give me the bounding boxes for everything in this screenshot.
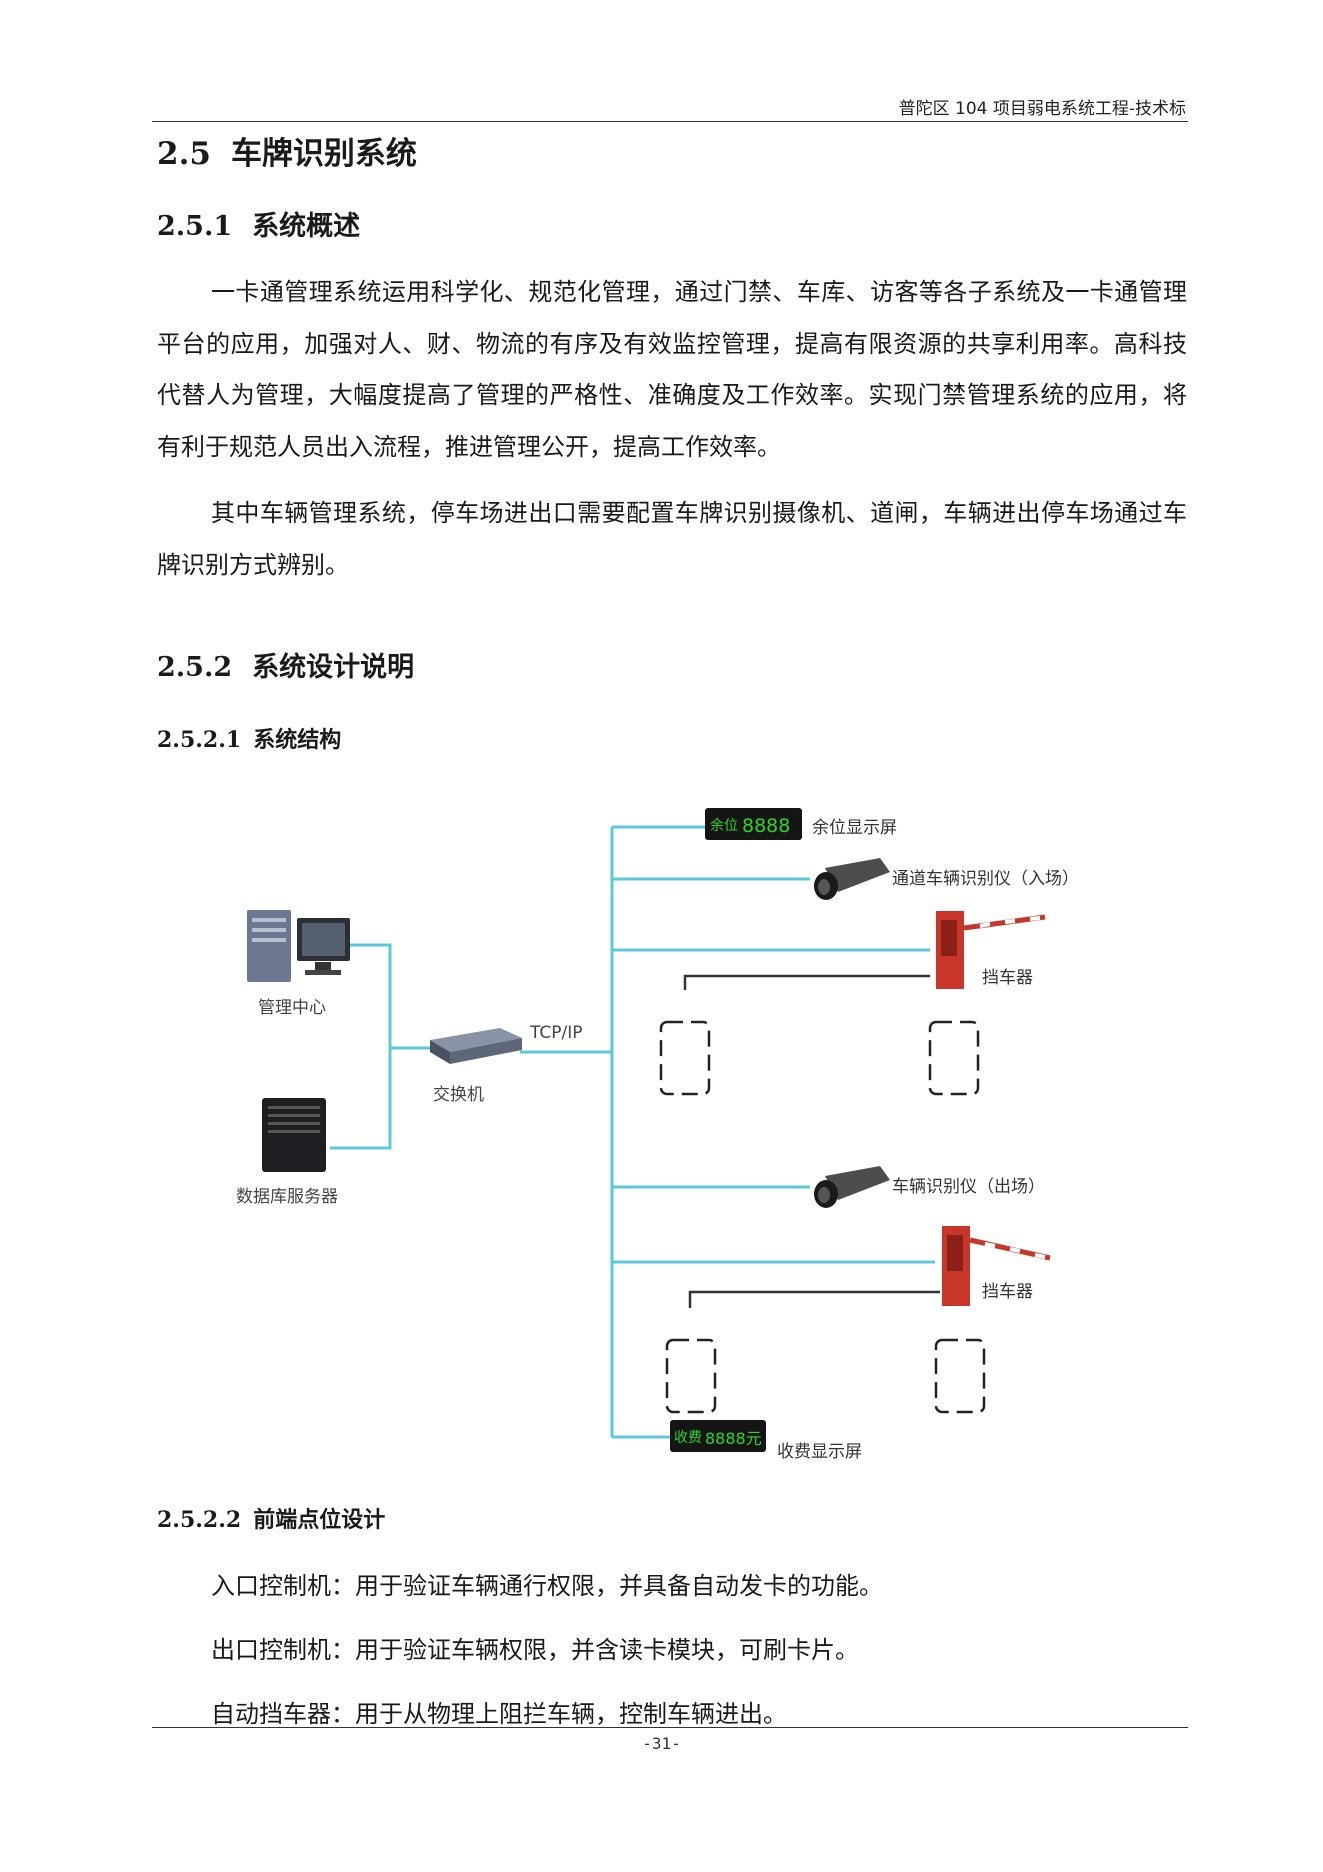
server-icon	[262, 1098, 326, 1172]
section-number: 2.5	[157, 136, 211, 172]
loop-wires	[683, 974, 940, 1308]
loop-detector	[928, 1020, 980, 1096]
subsection-heading-overview: 2.5.1 系统概述	[157, 204, 360, 243]
subsubsection-number: 2.5.2.2	[157, 1507, 242, 1533]
subsubsection-heading-structure: 2.5.2.1 系统结构	[157, 722, 341, 754]
fee-display-text: 收费	[674, 1430, 702, 1446]
overview-paragraph-1: 一卡通管理系统运用科学化、规范化管理，通过门禁、车库、访客等各子系统及一卡通管理…	[157, 278, 1187, 461]
subsection-number: 2.5.2	[157, 652, 233, 683]
subsection-title: 系统概述	[252, 211, 361, 242]
exit-camera-icon	[814, 1166, 890, 1208]
entry-camera-icon	[814, 858, 890, 900]
remaining-display-digits: 8888	[742, 815, 790, 837]
protocol-label: TCP/IP	[529, 1023, 583, 1043]
exit-camera-label: 车辆识别仪（出场）	[892, 1177, 1045, 1197]
remaining-display-text: 余位	[710, 817, 738, 834]
db-server-label: 数据库服务器	[236, 1187, 338, 1207]
computer-icon	[247, 910, 350, 982]
loop-detector	[934, 1338, 986, 1414]
overview-paragraph-2: 其中车辆管理系统，停车场进出口需要配置车牌识别摄像机、道闸，车辆进出停车场通过车…	[157, 499, 1187, 579]
section-title: 车牌识别系统	[230, 136, 417, 172]
subsubsection-number: 2.5.2.1	[157, 727, 242, 753]
switch-icon	[430, 1028, 522, 1064]
remaining-display-icon: 余位 8888	[705, 808, 802, 840]
frontend-item: 入口控制机：用于验证车辆通行权限，并具备自动发卡的功能。	[211, 1572, 883, 1600]
fee-display-digits: 8888元	[705, 1429, 762, 1448]
subsection-title: 系统设计说明	[252, 652, 415, 683]
barrier-1-label: 挡车器	[982, 968, 1033, 988]
barrier-gate-icon	[936, 911, 1046, 989]
header-rule	[152, 121, 1188, 122]
section-heading: 2.5 车牌识别系统	[157, 128, 417, 173]
barrier-gate-icon	[942, 1226, 1051, 1306]
fee-display-label: 收费显示屏	[777, 1442, 862, 1462]
management-center-label: 管理中心	[258, 998, 326, 1018]
network-lines	[330, 825, 935, 1439]
barrier-2-label: 挡车器	[982, 1282, 1033, 1302]
subsection-heading-design: 2.5.2 系统设计说明	[157, 645, 414, 684]
entry-camera-label: 通道车辆识别仪（入场）	[892, 869, 1079, 889]
frontend-item: 自动挡车器：用于从物理上阻拦车辆，控制车辆进出。	[211, 1700, 787, 1728]
subsubsection-title: 系统结构	[253, 727, 342, 753]
loop-detector	[659, 1020, 711, 1096]
running-header: 普陀区 104 项目弱电系统工程-技术标	[898, 99, 1186, 119]
page-number: -31-	[642, 1734, 681, 1753]
frontend-item: 出口控制机：用于验证车辆权限，并含读卡模块，可刷卡片。	[211, 1636, 859, 1664]
subsubsection-heading-frontend: 2.5.2.2 前端点位设计	[157, 1502, 385, 1534]
switch-label: 交换机	[433, 1085, 484, 1105]
remaining-display-label: 余位显示屏	[812, 818, 897, 838]
subsubsection-title: 前端点位设计	[253, 1507, 386, 1533]
loop-detector	[665, 1338, 717, 1414]
subsection-number: 2.5.1	[157, 211, 233, 242]
footer-rule	[152, 1727, 1188, 1728]
fee-display-icon: 收费 8888元	[670, 1420, 766, 1452]
